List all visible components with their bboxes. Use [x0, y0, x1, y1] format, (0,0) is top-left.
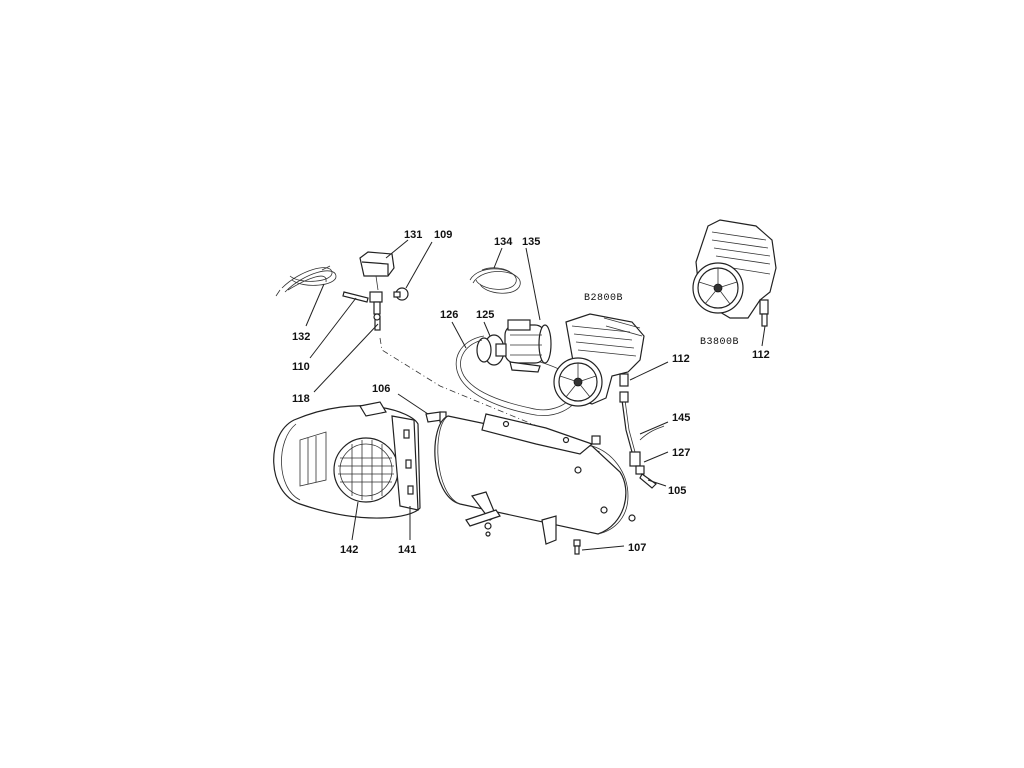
pressure-switch-131: [359, 251, 395, 291]
manifold-fittings: [342, 291, 383, 331]
power-cable-132: [275, 265, 337, 297]
model-label-b3800b: B3800B: [700, 337, 739, 348]
drain-valve-107: [573, 539, 581, 555]
pressure-gauge-109: [393, 287, 409, 301]
check-valve-127: [629, 451, 657, 489]
delivery-tube-145: [619, 391, 665, 453]
label-145: 145: [672, 412, 690, 424]
label-112-b3800b: 112: [752, 349, 770, 361]
label-109: 109: [434, 229, 452, 241]
belt-guard-back-141: [359, 401, 419, 511]
label-112-b2800b: 112: [672, 353, 690, 365]
label-106: 106: [372, 383, 390, 395]
label-134: 134: [494, 236, 513, 248]
label-127: 127: [672, 447, 690, 459]
label-142: 142: [340, 544, 358, 556]
electric-motor-135: [504, 319, 552, 373]
compressor-pump-b2800b: [553, 313, 645, 407]
motor-cable-134: [469, 267, 521, 294]
air-tank: [434, 413, 636, 545]
label-141: 141: [398, 544, 416, 556]
label-135: 135: [522, 236, 540, 248]
label-105: 105: [668, 485, 686, 497]
label-110: 110: [292, 361, 310, 373]
model-label-b2800b: B2800B: [584, 293, 623, 304]
label-118: 118: [292, 393, 310, 405]
belt-guard-142: [273, 405, 421, 519]
label-131: 131: [404, 229, 422, 241]
label-132: 132: [292, 331, 310, 343]
label-126: 126: [440, 309, 458, 321]
leader-lines: [305, 239, 766, 551]
motor-pulley-125: [476, 334, 507, 366]
label-107: 107: [628, 542, 646, 554]
label-125: 125: [476, 309, 494, 321]
compressor-pump-b3800b: [692, 219, 777, 327]
